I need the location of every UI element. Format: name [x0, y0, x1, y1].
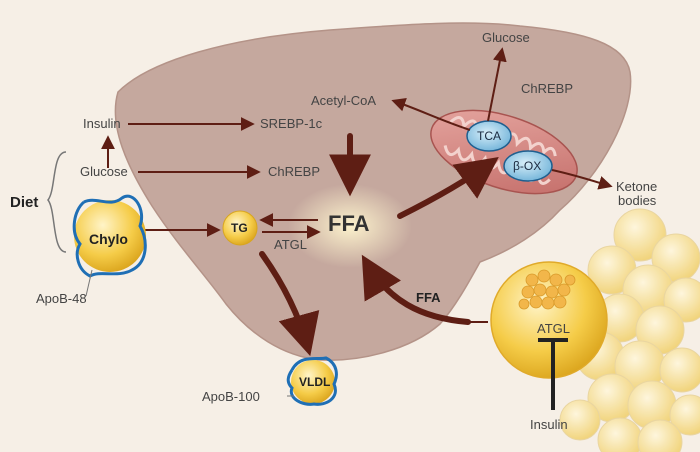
- atgl-adipo-label: ATGL: [537, 321, 570, 336]
- chylo-label: Chylo: [89, 231, 128, 247]
- ffa-arrow-label: FFA: [416, 290, 441, 305]
- tg-label: TG: [231, 221, 248, 235]
- arrow-tca-glucose: [487, 47, 507, 122]
- ketone-label: Ketone: [616, 179, 658, 194]
- beta-ox-label: β-OX: [513, 159, 542, 173]
- arrow-adipo-ffa: [361, 254, 471, 325]
- apob48-label: ApoB-48: [36, 291, 87, 306]
- vldl-label: VLDL: [299, 375, 331, 389]
- apob48-leader: [85, 269, 93, 297]
- arrow-betaox-ketone: [551, 169, 613, 190]
- insulin-label: Insulin: [83, 116, 121, 131]
- chrebp-mid-label: ChREBP: [268, 164, 321, 179]
- lipid-droplets: [518, 269, 576, 310]
- arrow-tca-acetylcoa: [391, 98, 471, 131]
- glucose-label: Glucose: [80, 164, 128, 179]
- bodies-label: bodies: [618, 193, 657, 208]
- thin-arrows: [101, 47, 613, 323]
- arrow-tg-vldl: [259, 251, 320, 357]
- srebp-label: SREBP-1c: [260, 116, 323, 131]
- acetyl-coa-label: Acetyl-CoA: [311, 93, 377, 108]
- arrow-ffa-betaox: [397, 157, 499, 219]
- apob100-label: ApoB-100: [202, 389, 260, 404]
- vldl-particle: [291, 360, 335, 404]
- beta-ox-node: [503, 150, 553, 182]
- chrebp-top-label: ChREBP: [521, 81, 574, 96]
- adipocyte: [490, 261, 608, 379]
- atgl-liver-label: ATGL: [274, 237, 307, 252]
- insulin-bottom-label: Insulin: [530, 417, 568, 432]
- tca-label: TCA: [477, 129, 501, 143]
- tg-droplet: [222, 210, 258, 246]
- glucose-top-label: Glucose: [482, 30, 530, 45]
- ffa-glow: [288, 184, 412, 268]
- thick-arrows: [259, 133, 499, 357]
- ffa-center-label: FFA: [328, 211, 370, 236]
- adipose-tissue: [559, 208, 700, 452]
- diet-brace: [47, 151, 67, 253]
- apob100-membrane: [286, 356, 338, 406]
- chylo-particle: [74, 200, 146, 272]
- apob48-membrane: [72, 194, 147, 278]
- diet-label: Diet: [10, 194, 39, 211]
